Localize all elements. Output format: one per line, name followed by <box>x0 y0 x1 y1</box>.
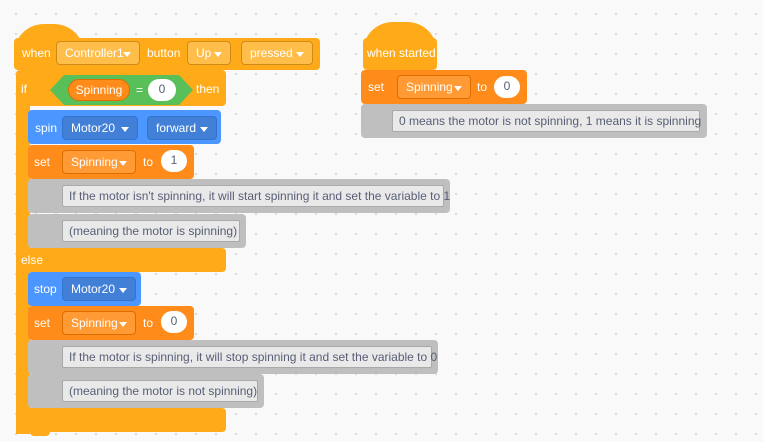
comment-text-4[interactable]: (meaning the motor is not spinning) <box>62 380 258 402</box>
comment-text-3[interactable]: If the motor is spinning, it will stop s… <box>62 346 437 368</box>
compare-value-input[interactable]: 0 <box>148 79 176 101</box>
when-started-label: when started <box>367 46 436 60</box>
set-value-input-2[interactable]: 0 <box>161 311 187 333</box>
controller-button-script: if then else Spinning = 0 when Controlle… <box>14 24 450 436</box>
to-label-1: to <box>143 155 154 169</box>
init-set-label: set <box>368 80 385 94</box>
spin-label: spin <box>35 121 58 135</box>
set-label-1: set <box>34 155 51 169</box>
else-label: else <box>21 253 44 267</box>
then-label: then <box>196 82 220 96</box>
if-else-footer <box>16 408 226 432</box>
stop-label: stop <box>34 282 57 296</box>
equals-sign: = <box>136 83 144 97</box>
button-dropdown[interactable]: Up <box>187 41 231 65</box>
action-dropdown[interactable]: pressed <box>241 41 313 65</box>
init-value-input[interactable]: 0 <box>494 76 520 98</box>
spinning-variable-reporter[interactable]: Spinning <box>68 79 130 101</box>
comment-text-1[interactable]: If the motor isn't spinning, it will sta… <box>62 185 450 207</box>
when-started-script: when started set Spinning to 0 0 means t… <box>355 18 715 148</box>
if-else-bottom-notch <box>30 428 50 436</box>
init-to-label: to <box>477 80 488 94</box>
when-started-hat[interactable] <box>363 38 437 70</box>
set-variable-dropdown-2[interactable]: Spinning <box>62 311 136 335</box>
button-label: button <box>147 46 181 60</box>
controller-dropdown[interactable]: Controller1 <box>56 41 140 65</box>
when-label: when <box>22 46 51 60</box>
spin-direction-dropdown[interactable]: forward <box>147 116 217 140</box>
set-value-input-1[interactable]: 1 <box>161 150 187 172</box>
if-label: if <box>21 82 27 96</box>
to-label-2: to <box>143 316 154 330</box>
comment-text-2[interactable]: (meaning the motor is spinning) <box>62 220 240 242</box>
stop-motor-dropdown[interactable]: Motor20 <box>62 277 136 301</box>
set-variable-dropdown-1[interactable]: Spinning <box>62 150 136 174</box>
init-comment-text[interactable]: 0 means the motor is not spinning, 1 mea… <box>392 110 701 132</box>
else-bar[interactable] <box>16 248 226 272</box>
init-set-variable-dropdown[interactable]: Spinning <box>397 75 471 99</box>
spin-motor-dropdown[interactable]: Motor20 <box>62 116 138 140</box>
set-label-2: set <box>34 316 51 330</box>
